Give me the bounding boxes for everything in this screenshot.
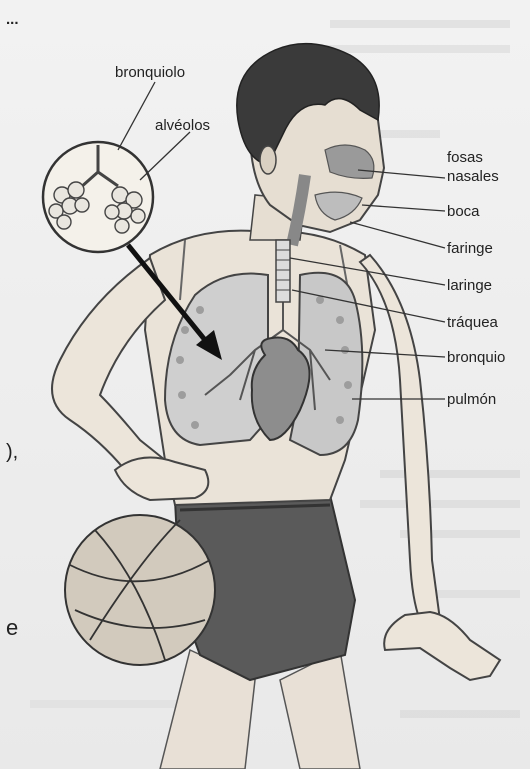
- right-hand: [384, 612, 500, 680]
- label-laringe: laringe: [447, 277, 492, 294]
- label-nasales: nasales: [447, 168, 499, 185]
- basketball: [65, 515, 215, 665]
- label-alveolos: alvéolos: [155, 117, 210, 134]
- top-dots-text: ...: [6, 11, 19, 28]
- left-arm: [52, 258, 165, 480]
- left-margin-mark: ),: [6, 441, 18, 463]
- label-traquea: tráquea: [447, 314, 499, 331]
- label-pulmon: pulmón: [447, 391, 496, 408]
- label-boca: boca: [447, 203, 480, 220]
- label-fosas: fosas: [447, 149, 483, 166]
- label-bronquiolo: bronquiolo: [115, 64, 185, 81]
- left-margin-e: e: [6, 615, 18, 640]
- label-faringe: faringe: [447, 240, 493, 257]
- trachea: [276, 240, 290, 302]
- alveoli-magnifier: [43, 142, 153, 252]
- label-bronquio: bronquio: [447, 349, 505, 366]
